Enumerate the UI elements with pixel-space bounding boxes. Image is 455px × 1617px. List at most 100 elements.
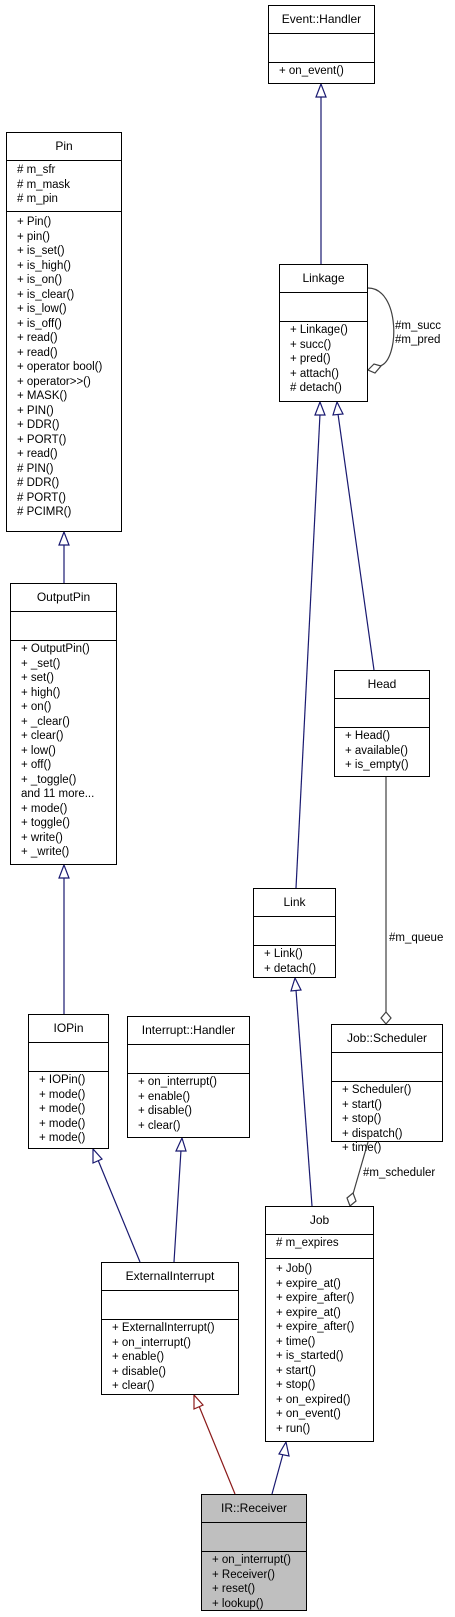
class-job[interactable]: Job # m_expires + Job() + expire_at() + ex… xyxy=(265,1206,374,1442)
edge-receiver-to-extint xyxy=(198,1405,236,1495)
class-member: + write() xyxy=(21,831,63,844)
class-member: + pred() xyxy=(290,353,331,365)
class-iopin[interactable]: IOPin + IOPin()+ mode()+ mode()+ mode()+… xyxy=(28,1014,109,1149)
class-members: + Head()+ available()+ is_empty() xyxy=(335,729,429,773)
class-member: + is_started() xyxy=(276,1350,344,1362)
class-members: + OutputPin()+ _set()+ set()+ high()+ on… xyxy=(11,642,116,860)
class-member: # DDR() xyxy=(17,477,60,489)
class-member: # detach() xyxy=(290,382,342,394)
class-member: + enable() xyxy=(138,1090,191,1103)
class-member: + pin() xyxy=(17,230,50,243)
class-member: + expire_after() xyxy=(276,1292,355,1304)
class-attributes xyxy=(102,1291,238,1320)
class-member: + DDR() xyxy=(17,419,60,431)
edge-scheduler-to-job xyxy=(352,1141,369,1195)
class-member: + available() xyxy=(345,744,408,757)
edge-label-m-queue: #m_queue xyxy=(389,932,444,944)
edge-label-m-succ: #m_succ xyxy=(395,320,442,332)
class-members: + Job() + expire_at() + expire_after() + ex… xyxy=(266,1262,373,1436)
class-title: Job xyxy=(266,1207,373,1235)
class-member: + operator bool() xyxy=(17,361,103,373)
class-title: IOPin xyxy=(29,1015,108,1043)
class-title: Link xyxy=(254,889,335,917)
class-member: + on_interrupt() xyxy=(212,1554,291,1566)
class-member: + dispatch() xyxy=(342,1127,403,1140)
class-title: OutputPin xyxy=(11,584,116,612)
diamond-job xyxy=(346,1191,357,1208)
arrowhead-interrupt-handler xyxy=(175,1136,187,1152)
edge-head-to-linkage xyxy=(337,413,375,671)
class-member: + toggle() xyxy=(21,817,70,829)
class-member: # PIN() xyxy=(17,462,54,475)
class-member: + PIN() xyxy=(17,404,54,417)
class-outputpin[interactable]: OutputPin + OutputPin()+ _set()+ set()+ … xyxy=(10,583,117,865)
class-ir-receiver[interactable]: IR::Receiver + on_interrupt()+ Receiver(… xyxy=(201,1494,307,1611)
class-member: + MASK() xyxy=(17,390,68,402)
class-member: + start() xyxy=(276,1364,316,1377)
class-member: + IOPin() xyxy=(39,1074,86,1086)
class-member: + _toggle() xyxy=(21,773,77,786)
class-attributes xyxy=(254,917,335,946)
class-member: + read() xyxy=(17,346,58,359)
class-member: + is_set() xyxy=(17,245,65,257)
class-members: + on_interrupt()+ Receiver()+ reset()+ l… xyxy=(202,1553,306,1611)
class-external-interrupt[interactable]: ExternalInterrupt + ExternalInterrupt() +… xyxy=(101,1262,239,1395)
arrowhead-link xyxy=(290,976,302,992)
class-event-handler[interactable]: Event::Handler + on_event() xyxy=(268,5,375,84)
class-member: + Scheduler() xyxy=(342,1084,412,1096)
class-linkage[interactable]: Linkage + Linkage()+ succ()+ pred()+ att… xyxy=(279,264,368,402)
class-member: + Head() xyxy=(345,730,391,742)
class-attributes: # m_expires xyxy=(266,1235,373,1259)
class-member: + Job() xyxy=(276,1263,313,1275)
arrowhead-linkage-1 xyxy=(314,400,326,416)
class-attributes xyxy=(128,1045,249,1074)
class-members: + Pin()+ pin()+ is_set()+ is_high()+ is_… xyxy=(7,215,121,520)
class-members: + Scheduler()+ start()+ stop()+ dispatch… xyxy=(332,1083,442,1156)
class-member: # PCIMR() xyxy=(17,506,72,518)
class-member: + Link() xyxy=(264,948,303,960)
arrowhead-job xyxy=(278,1440,290,1457)
arrowhead-pin xyxy=(58,530,70,546)
edge-extint-to-iopin xyxy=(97,1159,141,1263)
class-member: + _clear() xyxy=(21,715,70,728)
arrowhead-iopin xyxy=(92,1147,103,1164)
class-title: Pin xyxy=(7,133,121,161)
class-member: + mode() xyxy=(21,802,68,815)
class-member: + expire_after() xyxy=(276,1321,355,1333)
class-member: + read() xyxy=(17,332,58,344)
class-member: + time() xyxy=(342,1142,382,1154)
class-members: + on_event() xyxy=(269,64,374,79)
class-member: and 11 more... xyxy=(21,788,95,800)
arrowhead-extint xyxy=(193,1393,204,1410)
class-member: + ExternalInterrupt() xyxy=(112,1322,215,1334)
class-member: + reset() xyxy=(212,1583,256,1595)
class-member: + enable() xyxy=(112,1351,165,1363)
class-job-scheduler[interactable]: Job::Scheduler + Scheduler()+ start()+ s… xyxy=(331,1024,443,1154)
class-member: + is_off() xyxy=(17,317,62,330)
class-attributes xyxy=(11,612,116,641)
class-attributes xyxy=(269,34,374,63)
class-member: + _set() xyxy=(21,657,61,670)
diamond-scheduler xyxy=(380,1011,392,1025)
class-member: + operator>>() xyxy=(17,375,91,388)
class-title: Head xyxy=(335,671,429,699)
class-members: + Link() + detach() xyxy=(254,947,335,976)
class-member: + is_on() xyxy=(17,274,63,286)
class-pin[interactable]: Pin # m_sfr# m_mask# m_pin + Pin()+ pin(… xyxy=(6,132,122,532)
class-members: + on_interrupt()+ enable()+ disable()+ c… xyxy=(128,1075,249,1133)
class-member: + disable() xyxy=(112,1365,167,1378)
class-attributes xyxy=(280,293,367,322)
class-title: ExternalInterrupt xyxy=(102,1263,238,1291)
class-head[interactable]: Head + Head()+ available()+ is_empty() xyxy=(334,670,430,777)
class-member: + expire_at() xyxy=(276,1306,341,1319)
class-member: + detach() xyxy=(264,962,317,975)
class-member: + is_high() xyxy=(17,259,72,272)
class-member: + on_expired() xyxy=(276,1393,351,1406)
class-member: + clear() xyxy=(21,730,64,742)
class-member: + attach() xyxy=(290,367,339,380)
class-title: Linkage xyxy=(280,265,367,293)
class-link[interactable]: Link + Link() + detach() xyxy=(253,888,336,978)
class-member: + on_event() xyxy=(279,65,344,77)
class-interrupt-handler[interactable]: Interrupt::Handler + on_interrupt()+ ena… xyxy=(127,1016,250,1138)
